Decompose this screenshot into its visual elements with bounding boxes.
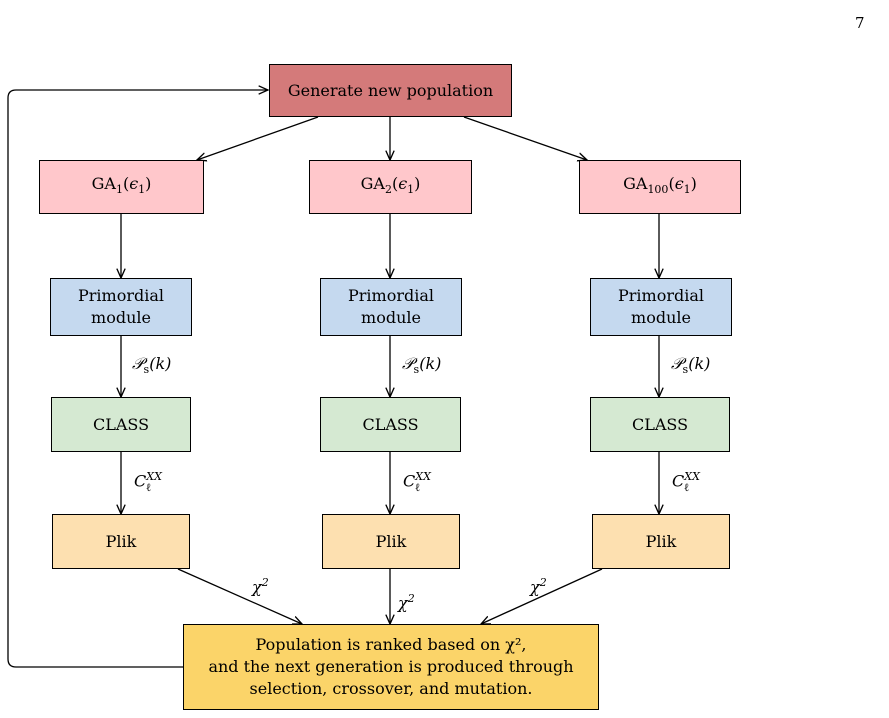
page-number: 7: [855, 14, 865, 32]
power-spectrum-label-2: 𝒫s(k): [402, 354, 442, 377]
cl-label-3: CXXℓ: [672, 470, 700, 494]
ga-box-100: GA100(ϵ1): [579, 160, 741, 214]
ga-box-2: GA2(ϵ1): [309, 160, 472, 214]
arrow-plik1-to-ranking: [177, 568, 302, 624]
primordial-module-box-3: Primordial module: [590, 278, 732, 336]
plik-box-3: Plik: [592, 514, 730, 569]
chi-squared-label-2: χ2: [398, 592, 415, 613]
ga-label-2: GA2(ϵ1): [360, 173, 421, 197]
primordial-module-box-2: Primordial module: [320, 278, 462, 336]
cl-label-2: CXXℓ: [403, 470, 431, 494]
ga-label-1: GA1(ϵ1): [91, 173, 152, 197]
class-label: CLASS: [631, 414, 689, 434]
plik-label: Plik: [105, 531, 137, 551]
arrow-plik3-to-ranking: [481, 568, 603, 624]
class-label: CLASS: [92, 414, 150, 434]
plik-label: Plik: [375, 531, 407, 551]
plik-box-1: Plik: [52, 514, 190, 569]
ranking-text: Population is ranked based on χ², and th…: [208, 635, 574, 698]
class-box-3: CLASS: [590, 397, 730, 452]
ga-label-100: GA100(ϵ1): [623, 173, 697, 197]
arrow-feedback-loop: [7, 90, 268, 668]
plik-box-2: Plik: [322, 514, 460, 569]
primordial-module-label: Primordial module: [618, 286, 704, 327]
ranking-box: Population is ranked based on χ², and th…: [183, 624, 599, 710]
primordial-module-label: Primordial module: [78, 286, 164, 327]
power-spectrum-label-3: 𝒫s(k): [671, 354, 711, 377]
chi-squared-label-1: χ2: [252, 576, 269, 597]
chi-squared-label-3: χ2: [530, 576, 547, 597]
generate-population-box: Generate new population: [269, 64, 512, 117]
class-label: CLASS: [362, 414, 419, 434]
generate-population-label: Generate new population: [287, 80, 494, 100]
primordial-module-label: Primordial module: [348, 286, 434, 327]
ga-box-1: GA1(ϵ1): [39, 160, 204, 214]
plik-label: Plik: [645, 531, 677, 551]
class-box-2: CLASS: [320, 397, 461, 452]
class-box-1: CLASS: [51, 397, 191, 452]
cl-label-1: CXXℓ: [134, 470, 162, 494]
arrow-generate-to-ga100: [463, 116, 587, 160]
power-spectrum-label-1: 𝒫s(k): [132, 354, 172, 377]
primordial-module-box-1: Primordial module: [50, 278, 192, 336]
arrow-generate-to-ga1: [197, 116, 319, 160]
